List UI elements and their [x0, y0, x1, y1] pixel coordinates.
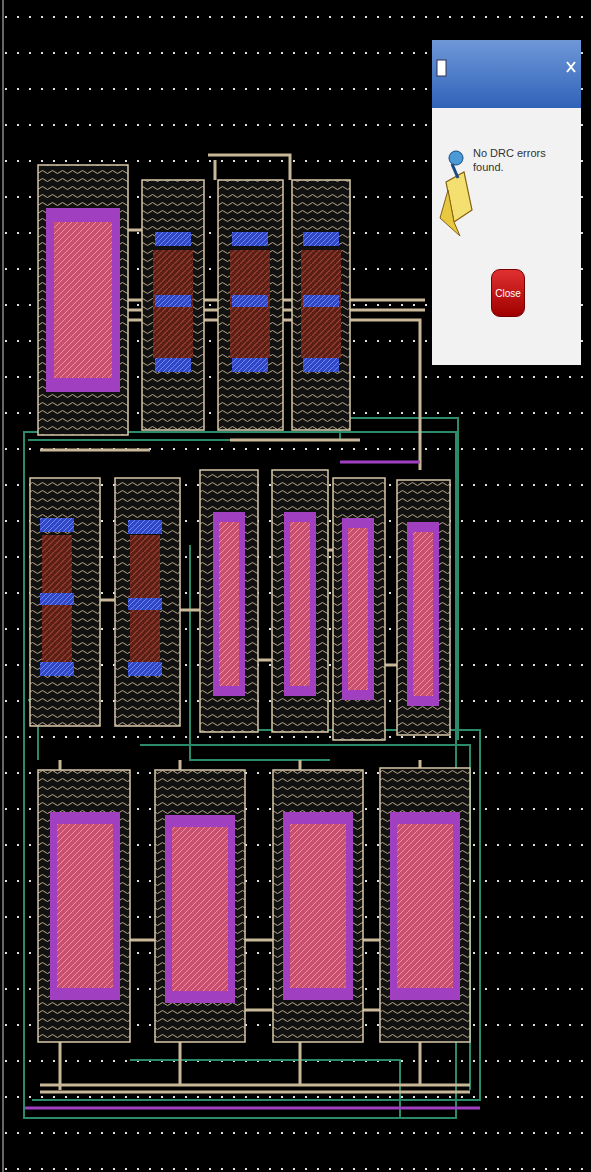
close-button: Close	[491, 269, 525, 317]
dialog-message: No DRC errors found.	[473, 146, 575, 174]
button-label: Close	[495, 288, 521, 299]
dialog-window: No DRC errors found. Close	[432, 40, 581, 365]
